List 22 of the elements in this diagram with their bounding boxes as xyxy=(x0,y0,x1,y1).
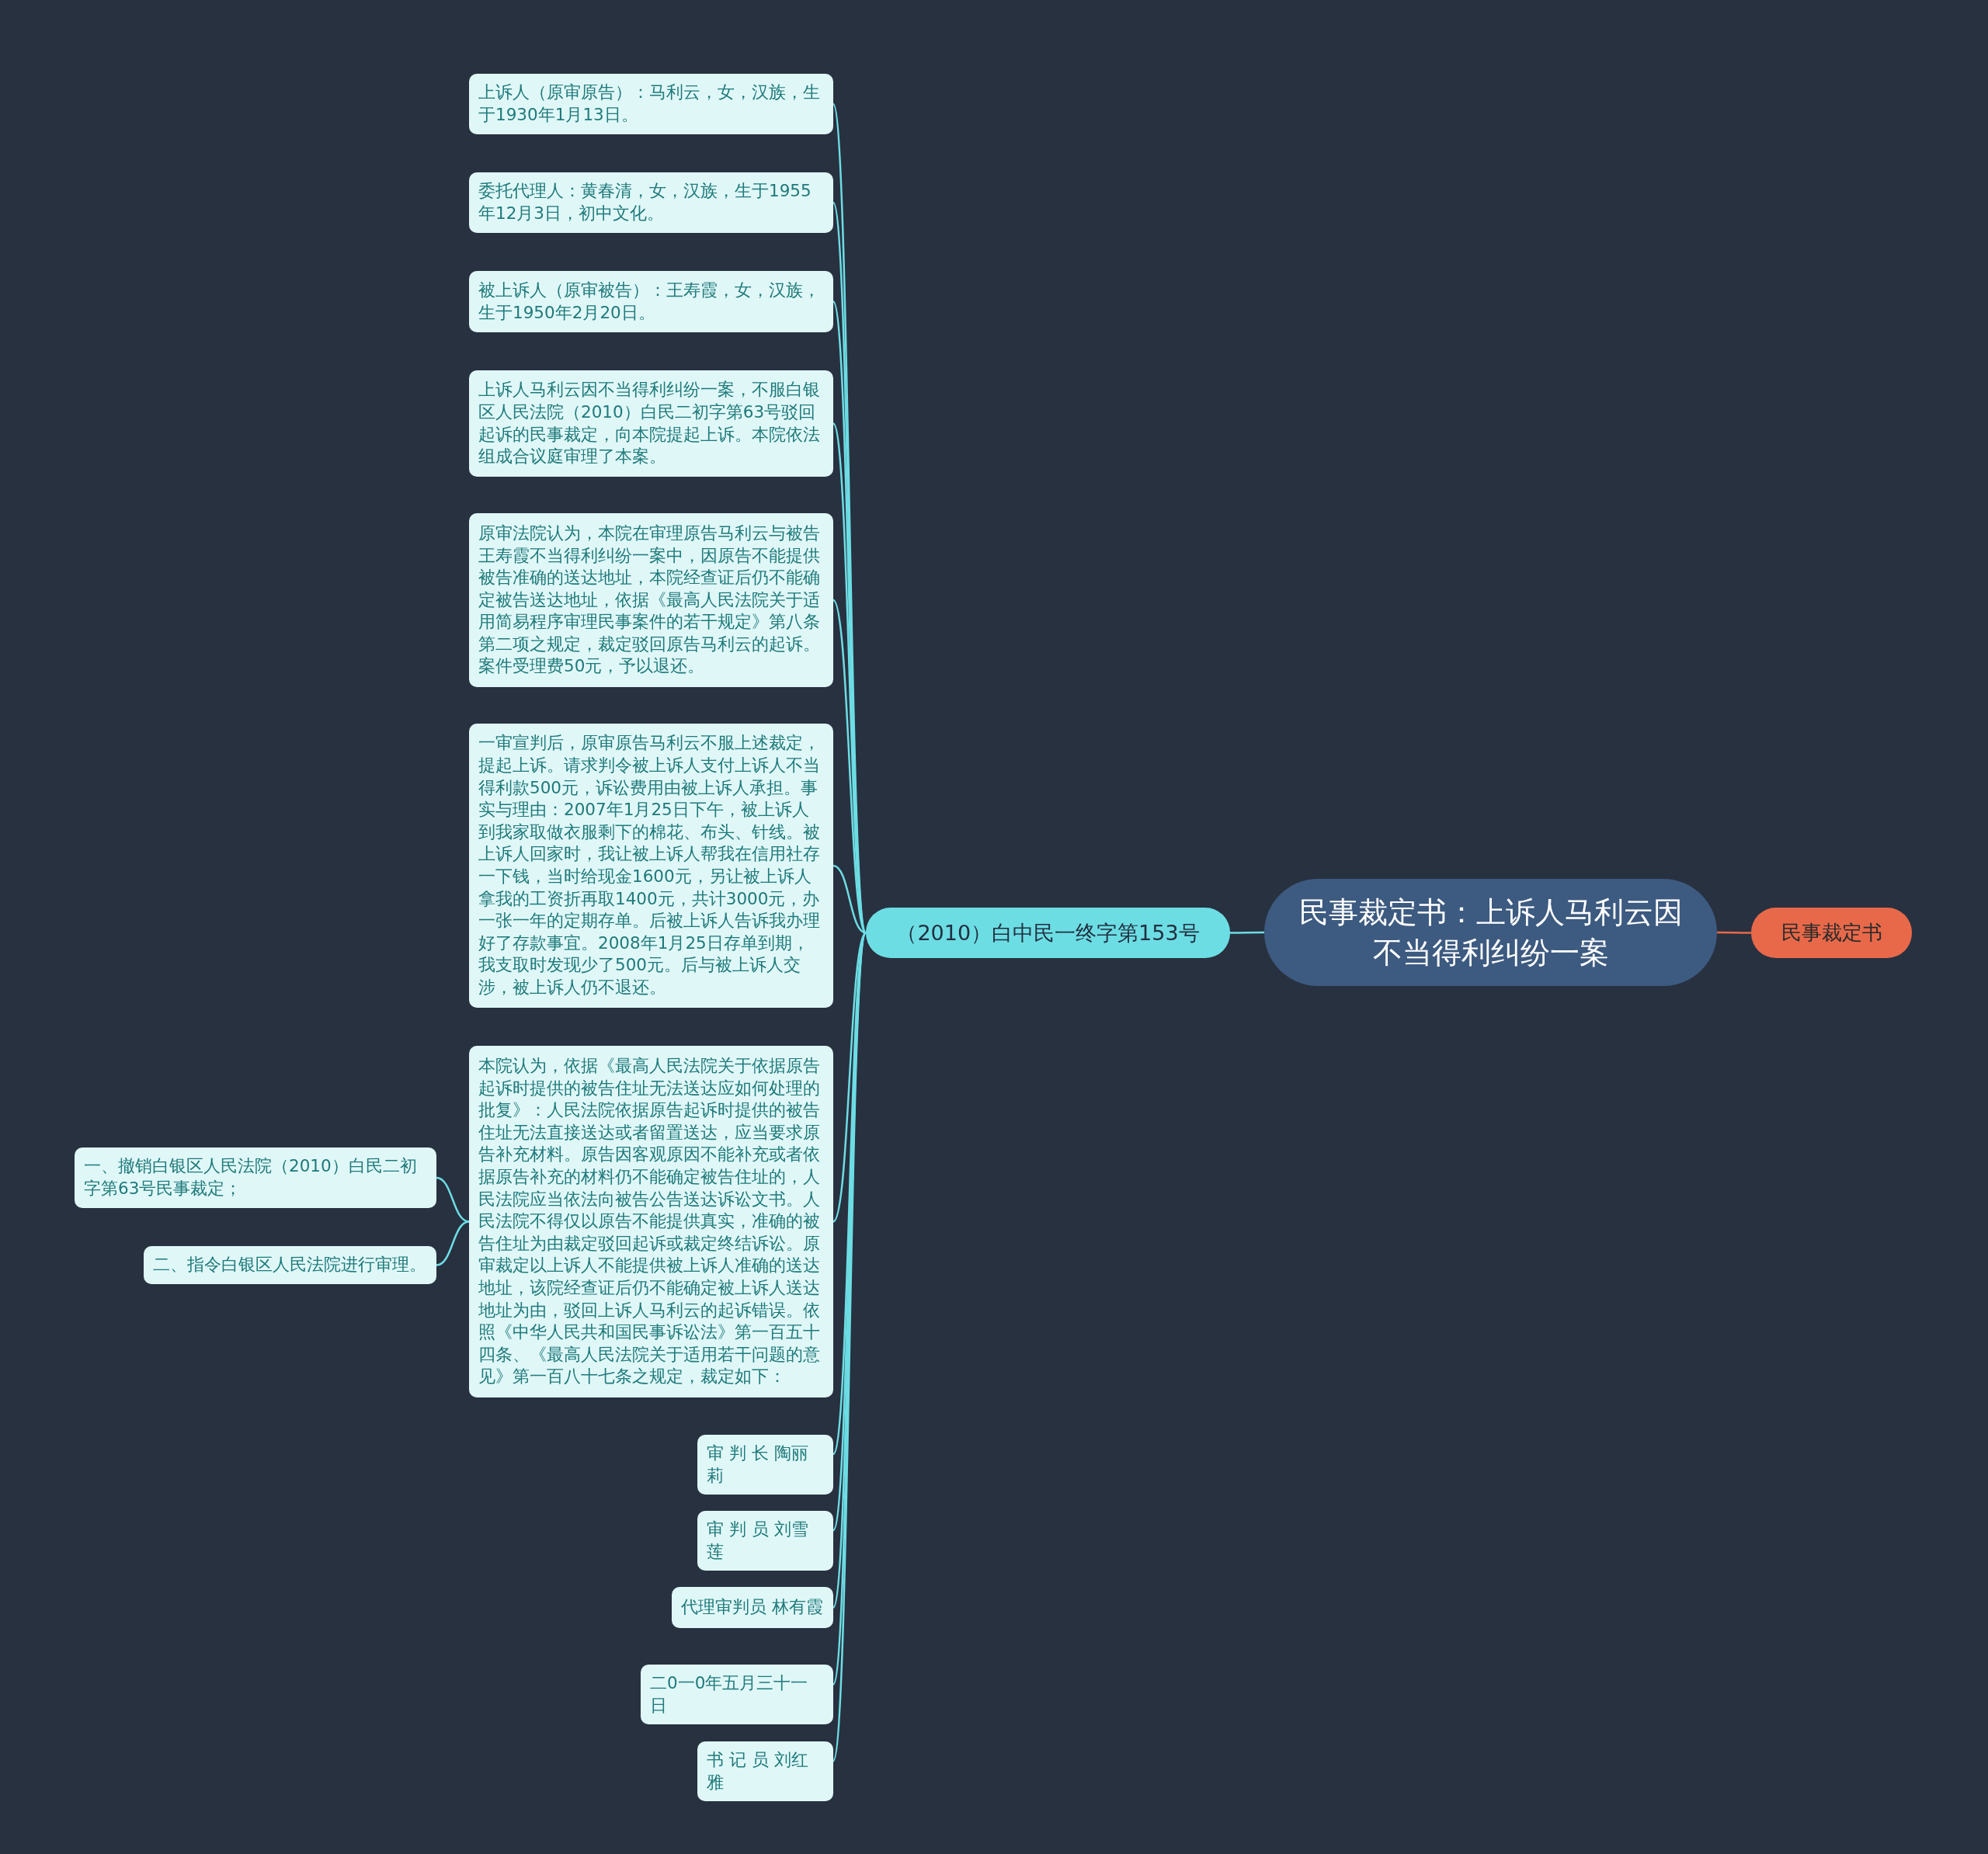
text-card: 代理审判员 林有霞 xyxy=(672,1587,833,1628)
text-card: 审 判 员 刘雪莲 xyxy=(697,1511,833,1571)
text-card: 本院认为，依据《最高人民法院关于依据原告起诉时提供的被告住址无法送达应如何处理的批复》：人民法院依据原告起诉时提供的被告住址无法直接送达或者留置送达，应当要求原告补充材料。原告因客观原因不能补充或者依据原告补充的材料仍不能确定被告住址的，人民法院应当依法向被告公告送达诉讼文书。人民法院不得仅以原告不能提供真实，准确的被告住址为由裁定驳回起诉或裁定终结诉讼。原审裁定以上诉人不能提供被上诉人准确的送达地址，该院经查证后仍不能确定被上诉人送达地址为由，驳回上诉人马利云的起诉错误。依照《中华人民共和国民事诉讼法》第一百五十四条、《最高人民法院关于适用若干问题的意见》第一百八十七条之规定，裁定如下： xyxy=(469,1046,833,1397)
text-card: 上诉人（原审原告）：马利云，女，汉族，生于1930年1月13日。 xyxy=(469,74,833,134)
text-card: 书 记 员 刘红雅 xyxy=(697,1741,833,1802)
topic-box: 民事裁定书 xyxy=(1751,908,1912,958)
topic-box: （2010）白中民一终字第153号 xyxy=(866,908,1230,958)
connector-line xyxy=(1717,931,1751,934)
text-card: 上诉人马利云因不当得利纠纷一案，不服白银区人民法院（2010）白民二初字第63号驳回起诉的民事裁定，向本院提起上诉。本院依法组成合议庭审理了本案。 xyxy=(469,370,833,477)
text-card: 一、撤销白银区人民法院（2010）白民二初字第63号民事裁定； xyxy=(75,1147,436,1208)
text-card: 原审法院认为，本院在审理原告马利云与被告王寿霞不当得利纠纷一案中，因原告不能提供被告准确的送达地址，本院经查证后仍不能确定被告送达地址，依据《最高人民法院关于适用简易程序审理民事案件的若干规定》第八条第二项之规定，裁定驳回原告马利云的起诉。案件受理费50元，予以退还。 xyxy=(469,513,833,687)
text-card: 委托代理人：黄春清，女，汉族，生于1955年12月3日，初中文化。 xyxy=(469,172,833,233)
text-card: 被上诉人（原审被告）：王寿霞，女，汉族，生于1950年2月20日。 xyxy=(469,271,833,332)
text-card: 审 判 长 陶丽莉 xyxy=(697,1435,833,1495)
text-card: 二0一0年五月三十一日 xyxy=(641,1665,833,1725)
connector-line xyxy=(436,1176,470,1223)
text-card: 二、指令白银区人民法院进行审理。 xyxy=(144,1246,436,1284)
topic-box: 民事裁定书：上诉人马利云因不当得利纠纷一案 xyxy=(1264,879,1717,986)
connector-line xyxy=(832,864,867,934)
connector-line xyxy=(1230,931,1264,934)
text-card: 一审宣判后，原审原告马利云不服上述裁定，提起上诉。请求判令被上诉人支付上诉人不当得利款500元，诉讼费用由被上诉人承担。事实与理由：2007年1月25日下午，被上诉人到我家取做衣服剩下的棉花、布头、针线。被上诉人回家时，我让被上诉人帮我在信用社存一下钱，当时给现金1600元，另让被上诉人拿我的工资折再取1400元，共计3000元，办一张一年的定期存单。后被上诉人告诉我办理好了存款事宜。2008年1月25日存单到期，我支取时发现少了500元。后与被上诉人交涉，被上诉人仍不退还。 xyxy=(469,724,833,1008)
connector-line xyxy=(436,1220,470,1266)
